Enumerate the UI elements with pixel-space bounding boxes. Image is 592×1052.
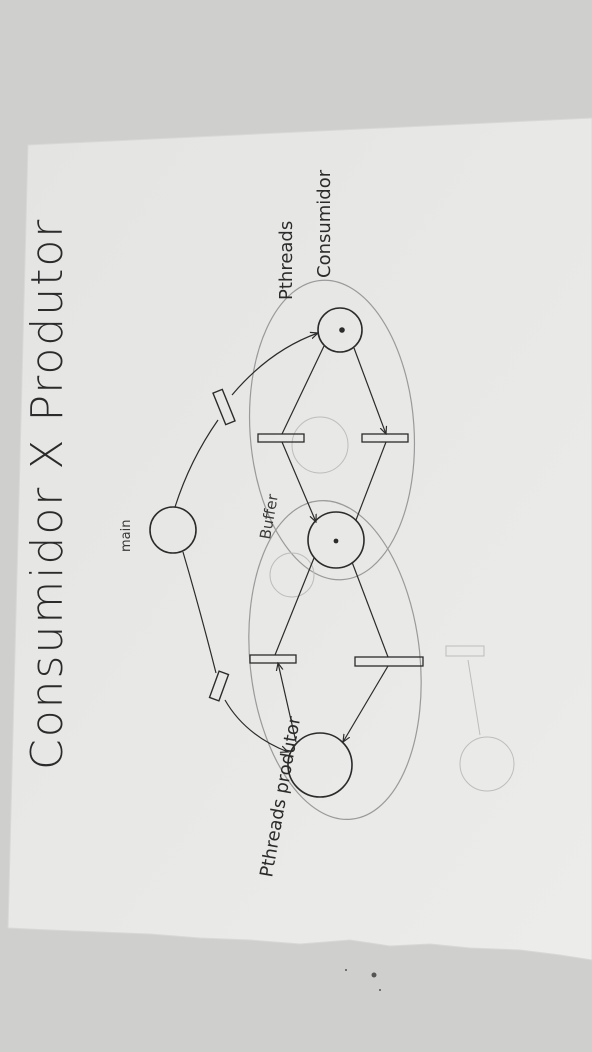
paper-sheet xyxy=(7,117,592,961)
arc-t3-to-buffer xyxy=(281,441,316,522)
place-consumidor xyxy=(317,307,363,353)
page-title: Consumidor X Produtor xyxy=(22,218,73,770)
consumidor-boundary xyxy=(248,279,416,581)
transition-produtor-left xyxy=(249,654,297,664)
produtor-boundary xyxy=(248,500,422,820)
arc-t2-to-produtor xyxy=(224,699,288,752)
token-consumidor xyxy=(339,327,345,333)
label-pthreads-consumidor-line2: Consumidor xyxy=(314,169,335,278)
arcs xyxy=(174,333,389,752)
arc-buffer-to-t5 xyxy=(274,557,315,656)
transition-produtor-right xyxy=(354,656,424,667)
place-buffer xyxy=(307,511,365,569)
arc-main-to-t1 xyxy=(174,419,219,508)
arc-consumidor-to-t3 xyxy=(281,345,325,435)
arc-buffer-to-t4 xyxy=(355,441,387,521)
place-main xyxy=(149,506,197,554)
arc-t1-to-consumidor xyxy=(231,333,318,396)
arc-buffer-to-t6 xyxy=(351,561,389,658)
transition-consumidor-left xyxy=(257,433,305,443)
arc-t4-to-consumidor xyxy=(353,347,386,434)
erased-sketch xyxy=(269,416,515,792)
arc-t6-to-produtor xyxy=(343,665,389,742)
place-produtor xyxy=(287,732,353,798)
transition-main-produtor xyxy=(208,670,230,702)
specks xyxy=(345,969,381,991)
label-pthreads-consumidor-line1: Pthreads xyxy=(276,221,297,300)
token-buffer xyxy=(333,538,339,544)
label-main: main xyxy=(119,520,134,552)
arc-t5-to-produtor xyxy=(278,663,297,743)
arc-main-to-t2 xyxy=(182,551,217,674)
transition-main-consumidor xyxy=(212,388,236,426)
